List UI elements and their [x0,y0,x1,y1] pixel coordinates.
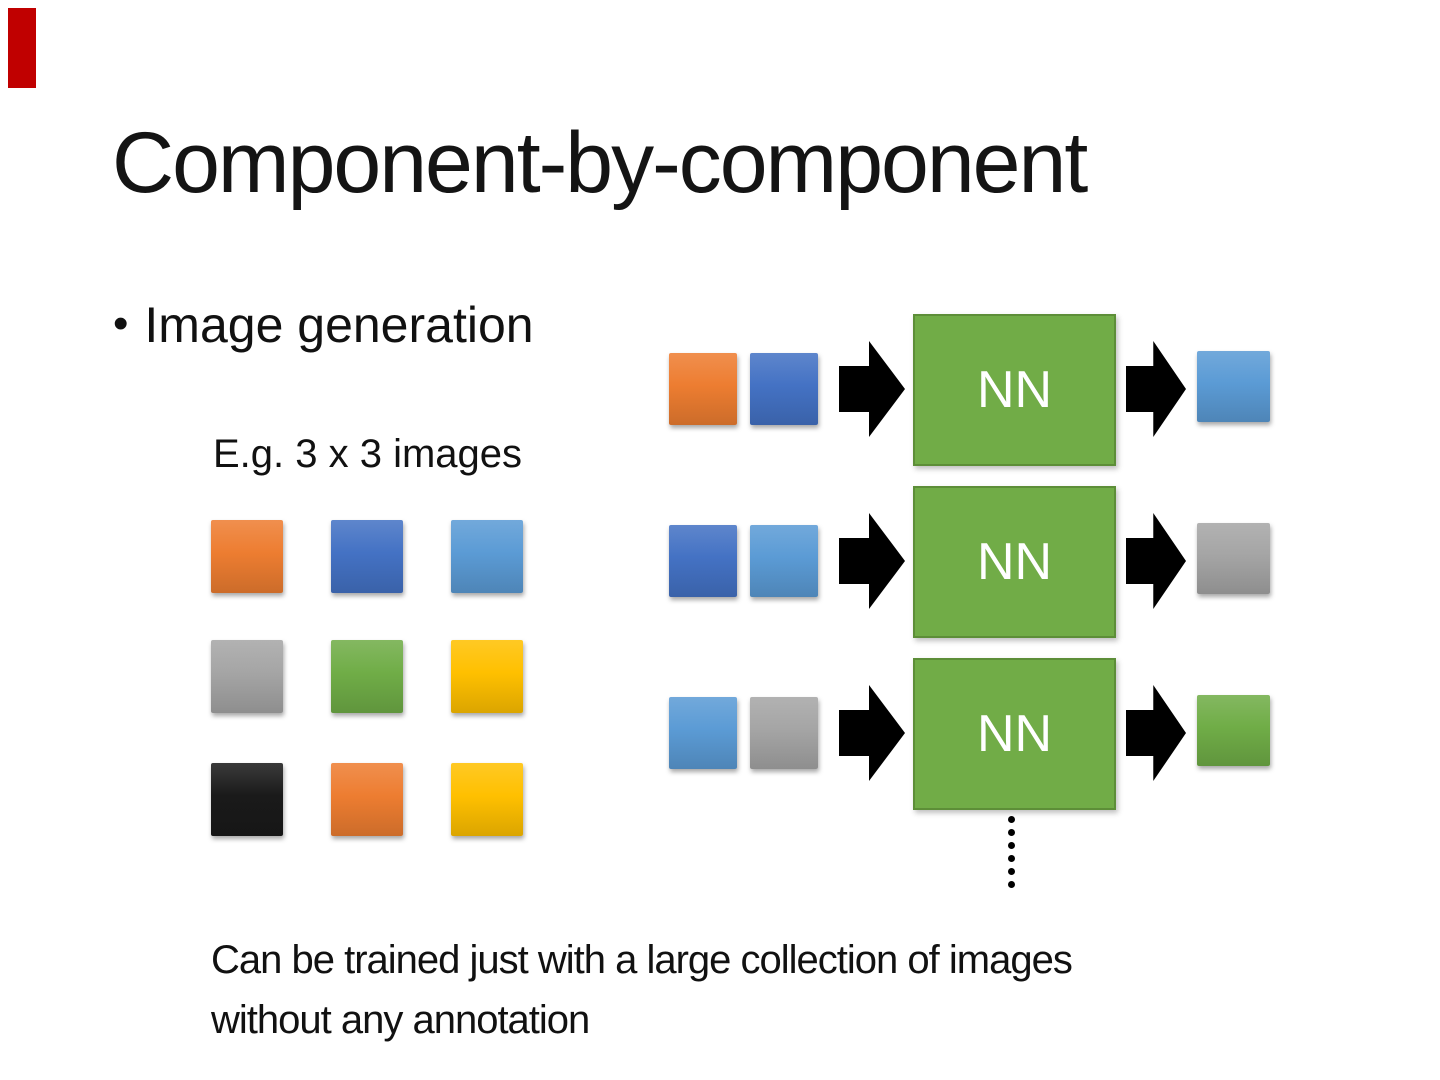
nn-row1-right-arrow-icon-in [839,341,905,437]
nn-row1-right-arrow-icon-out [1126,341,1186,437]
bullet-text: Image generation [144,297,534,353]
bullet-dot-icon: • [113,299,129,348]
grid-square-r2c2-green [331,640,403,713]
nn-row1-input1-orange [669,353,737,425]
nn-row3-input1-light_blue [669,697,737,769]
nn-box-row3: NN [913,658,1116,810]
caption-line-2: without any annotation [211,998,590,1042]
caption-line-1: Can be trained just with a large collect… [211,938,1073,982]
caption: Can be trained just with a large collect… [211,930,1073,1050]
grid-square-r2c1-gray [211,640,283,713]
nn-row2-right-arrow-icon-out [1126,513,1186,609]
nn-box-row2: NN [913,486,1116,638]
nn-row3-right-arrow-icon-out [1126,685,1186,781]
nn-box-row1: NN [913,314,1116,466]
grid-square-r3c2-orange [331,763,403,836]
grid-square-r3c1-black [211,763,283,836]
grid-square-r2c3-yellow [451,640,523,713]
nn-row2-right-arrow-icon-in [839,513,905,609]
nn-box-label: NN [976,705,1053,763]
grid-square-r1c1-orange [211,520,283,593]
slide-title: Component-by-component [112,115,1088,211]
grid-square-r1c2-blue [331,520,403,593]
example-label: E.g. 3 x 3 images [213,432,523,476]
ellipsis-dot [1008,868,1015,875]
nn-row3-input2-gray [750,697,818,769]
nn-row3-right-arrow-icon-in [839,685,905,781]
nn-row2-input2-light_blue [750,525,818,597]
nn-box-label: NN [976,533,1053,591]
nn-row1-input2-blue [750,353,818,425]
ellipsis-dot [1008,842,1015,849]
nn-row1-output-light_blue [1197,351,1270,422]
grid-square-r1c3-light_blue [451,520,523,593]
ellipsis-dot [1008,816,1015,823]
nn-box-label: NN [976,361,1053,419]
ellipsis-dot [1008,855,1015,862]
red-marker-bar [8,8,36,88]
nn-row2-output-gray [1197,523,1270,594]
ellipsis-dot [1008,881,1015,888]
bullet-item: • Image generation [113,297,534,353]
grid-square-r3c3-yellow [451,763,523,836]
nn-row2-input1-blue [669,525,737,597]
nn-row3-output-green [1197,695,1270,766]
ellipsis-dot [1008,829,1015,836]
